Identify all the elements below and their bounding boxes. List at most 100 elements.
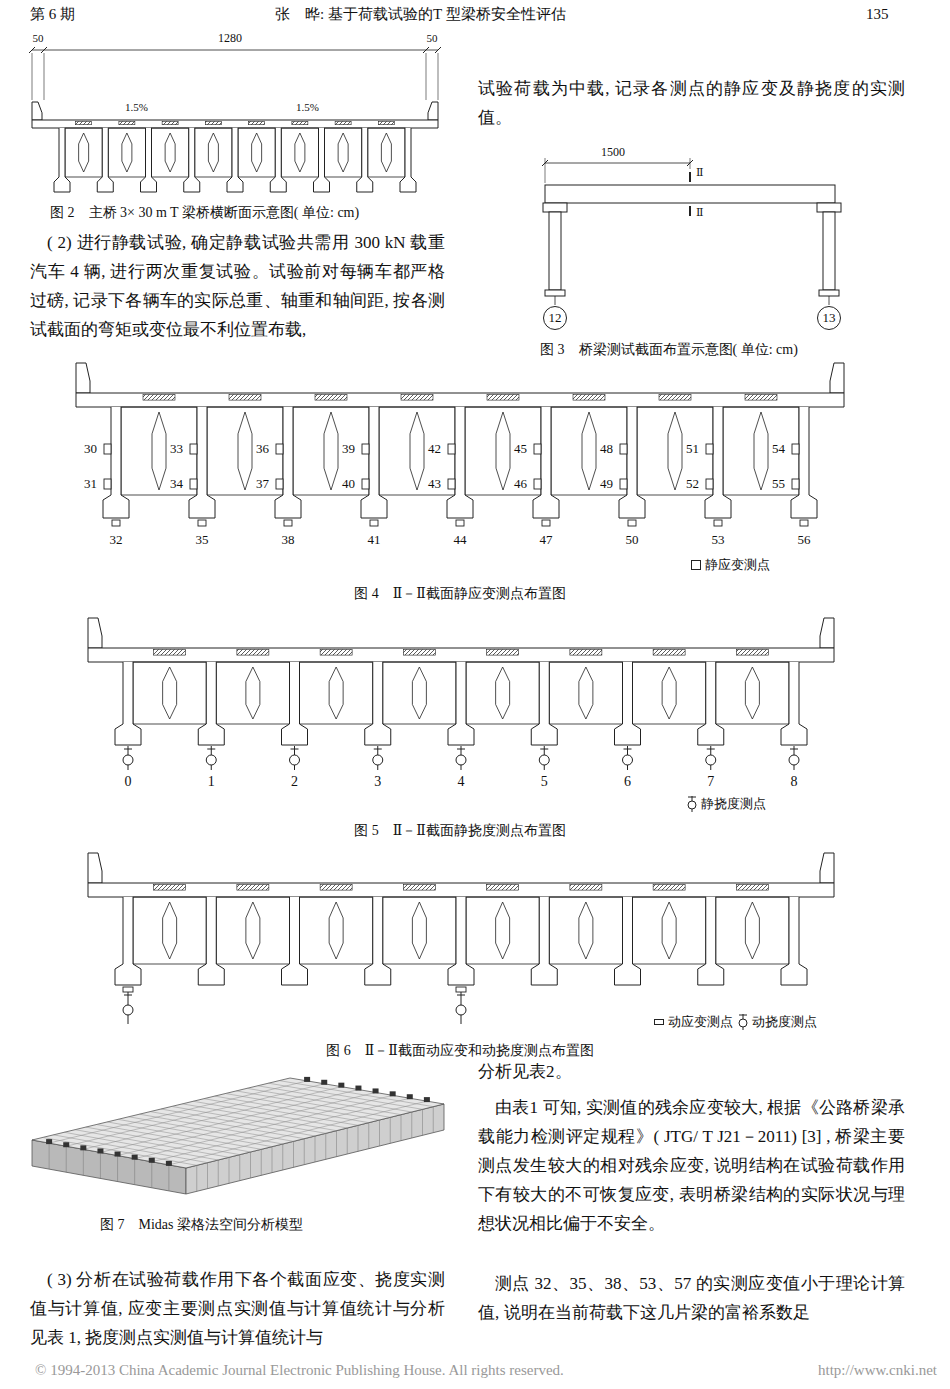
girder-web <box>365 897 391 985</box>
gauge-cap <box>624 749 632 750</box>
strain-gauge <box>104 479 111 489</box>
legend-sample <box>686 795 698 813</box>
grid-line <box>315 1136 316 1162</box>
support-mark <box>132 1155 138 1160</box>
girder-web <box>115 662 141 745</box>
girder-web <box>531 662 557 745</box>
girder-web <box>275 407 301 518</box>
diaphragm <box>325 128 362 177</box>
diaphragm-opening <box>745 667 759 719</box>
point-number: 56 <box>784 532 824 548</box>
watermark: © 1994-2013 China Academic Journal Elect… <box>35 1361 564 1379</box>
grid-line <box>135 1095 393 1158</box>
bearing-pad <box>745 395 777 401</box>
pier-number: 12 <box>549 310 562 326</box>
girder-web <box>184 128 200 192</box>
point-number: 6 <box>608 774 648 791</box>
running-head: 第 6 期 <box>30 5 75 23</box>
section-label: Ⅱ <box>696 206 703 219</box>
grid-line <box>411 1112 412 1138</box>
diaphragm <box>551 407 627 495</box>
leader-line <box>829 296 830 305</box>
legend-item: 静应变测点 <box>690 556 770 574</box>
pier-number-circle: 12 <box>543 306 567 330</box>
dimension: 1500 <box>601 145 625 159</box>
bearing-pad <box>143 395 175 401</box>
girder-web <box>791 407 817 518</box>
gauge-cap <box>291 749 299 750</box>
model-deck <box>32 1078 444 1168</box>
point-number: 8 <box>774 774 814 791</box>
gauge-cap <box>790 749 798 750</box>
legend-sample-cap <box>688 797 696 798</box>
strain-gauge <box>534 444 541 454</box>
strain-gauge <box>534 479 541 489</box>
diaphragm-opening <box>496 902 510 959</box>
strain-gauge <box>628 520 636 526</box>
grid-line <box>390 1117 391 1143</box>
point-number: 42 <box>428 441 441 457</box>
bearing-pad <box>320 885 352 891</box>
strain-gauge <box>104 444 111 454</box>
diaphragm-opening <box>582 412 596 490</box>
dimension-tick <box>542 160 548 166</box>
point-number: 35 <box>182 532 222 548</box>
legend-sample <box>690 556 702 574</box>
section-mark <box>689 206 691 216</box>
figure-caption: 图 4 Ⅱ－Ⅱ截面静应变测点布置图 <box>0 586 920 603</box>
girder-web <box>227 128 243 192</box>
support-mark <box>149 1158 155 1163</box>
point-number: 30 <box>84 441 97 457</box>
strain-gauge <box>706 479 713 489</box>
point-number: 54 <box>772 441 785 457</box>
figure-2-drawing <box>29 47 441 192</box>
point-number: 5 <box>524 774 564 791</box>
diaphragm-opening <box>381 133 391 172</box>
grid-line <box>347 1128 348 1154</box>
girder-web <box>141 128 157 192</box>
grid-line <box>433 1107 434 1133</box>
point-number: 43 <box>428 476 441 492</box>
bearing-pad <box>154 650 186 656</box>
section-label: Ⅱ <box>696 166 703 179</box>
legend-sample <box>737 1013 749 1031</box>
deflection-gauge <box>206 755 216 765</box>
point-number: 49 <box>600 476 613 492</box>
strain-gauge <box>792 444 799 454</box>
bearing-pad <box>487 395 519 401</box>
grid-line <box>401 1115 402 1141</box>
diaphragm-opening <box>745 902 759 959</box>
figure-caption: 图 7 Midas 梁格法空间分析模型 <box>100 1217 303 1234</box>
legend-item: 动挠度测点 <box>737 1013 817 1031</box>
legend-item: 静挠度测点 <box>686 795 766 813</box>
point-number: 32 <box>96 532 136 548</box>
diaphragm <box>121 407 197 495</box>
dimension: 50 <box>28 32 48 45</box>
diaphragm <box>216 662 289 724</box>
deflection-gauge <box>456 755 466 765</box>
grid-line <box>152 1098 410 1162</box>
bearing-pad <box>403 885 435 891</box>
diaphragm-opening <box>295 133 305 172</box>
girder-web <box>448 662 474 745</box>
bearing-pad <box>249 122 265 125</box>
bearing-pad <box>162 122 178 125</box>
diaphragm <box>465 407 541 495</box>
diaphragm <box>216 897 289 964</box>
diaphragm-opening <box>246 902 260 959</box>
grid-line <box>325 1133 326 1159</box>
grid-line <box>168 1165 169 1191</box>
parapet <box>428 102 438 120</box>
grid-line <box>49 1143 50 1169</box>
diaphragm <box>466 662 539 724</box>
support-mark <box>390 1091 396 1096</box>
grid-line <box>196 1165 197 1191</box>
deck-slab <box>76 393 844 407</box>
point-number: 50 <box>612 532 652 548</box>
grid-line <box>218 1160 219 1186</box>
strain-gauge <box>456 987 466 992</box>
slope-label: 1.5% <box>125 101 148 114</box>
girder-web <box>615 662 641 745</box>
dimension-line <box>32 50 438 51</box>
diaphragm-opening <box>246 667 260 719</box>
